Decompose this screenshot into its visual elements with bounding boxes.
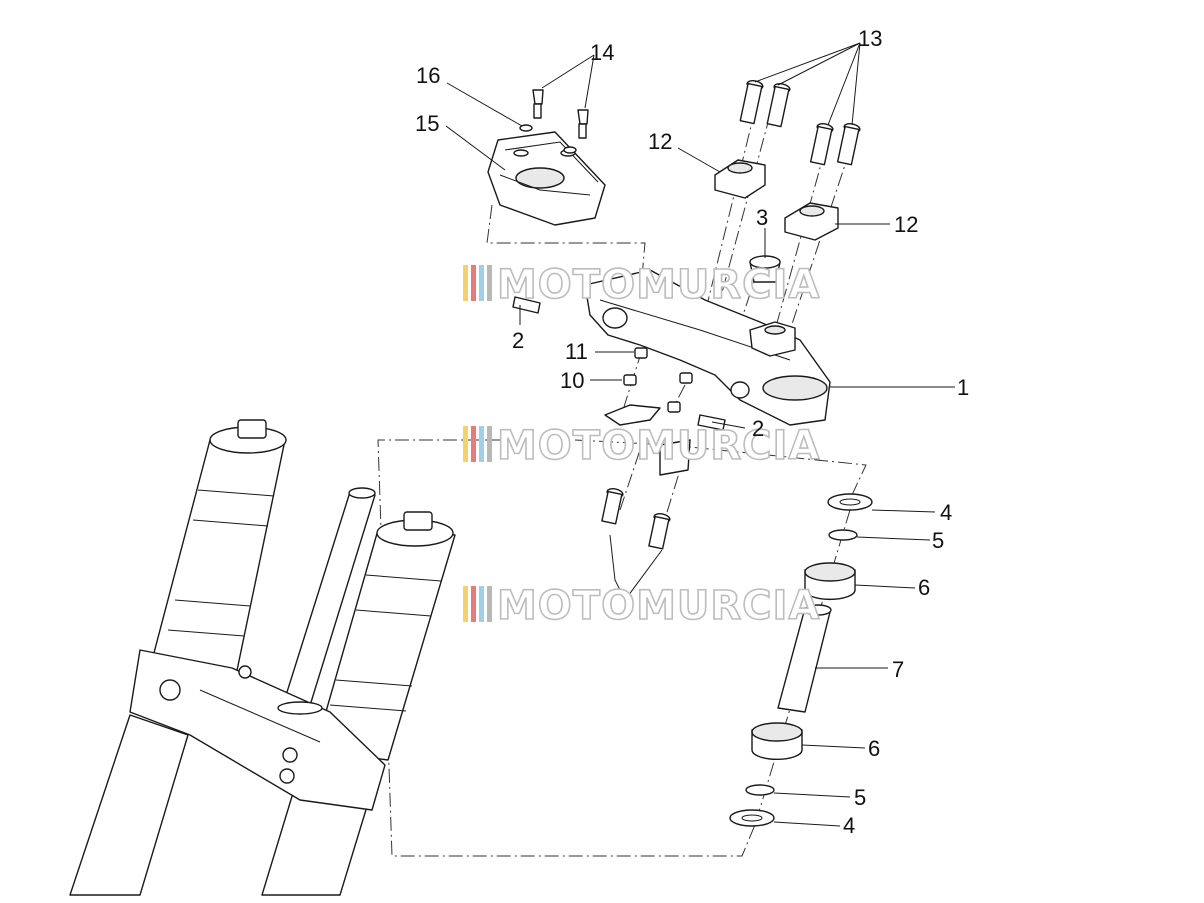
watermark-text: MOTOMURCIA <box>497 423 820 469</box>
watermark-stripe <box>463 265 468 301</box>
callout-6: 6 <box>918 575 930 600</box>
part-12-clamp-upper <box>714 159 766 199</box>
watermark-middle: MOTOMURCIA <box>463 422 820 470</box>
part-12-clamp-lower <box>784 202 839 241</box>
callout-7: 7 <box>892 657 904 682</box>
callout-11: 11 <box>565 339 588 364</box>
part-11-nut <box>634 347 693 384</box>
part-4-dust-seal-upper <box>827 493 873 511</box>
watermark-stripe <box>463 426 468 462</box>
part-4-dust-seal-lower <box>729 809 775 827</box>
callout-5: 5 <box>932 528 944 553</box>
part-14-screws <box>532 89 589 139</box>
callout-10: 10 <box>560 368 584 393</box>
part-6-bearing-upper <box>804 562 856 601</box>
watermark-stripe <box>463 586 468 622</box>
part-10-nut <box>623 374 681 413</box>
part-16-washers <box>519 124 577 154</box>
callout-6: 6 <box>868 736 880 761</box>
callout-labels: 1 2 2 3 4 4 5 5 6 6 7 10 11 12 12 13 14 … <box>415 26 969 838</box>
watermark-stripe <box>479 426 484 462</box>
callout-2: 2 <box>512 328 524 353</box>
watermark-bottom: MOTOMURCIA <box>463 582 820 630</box>
callout-4: 4 <box>940 500 952 525</box>
part-6-bearing-lower <box>751 722 803 761</box>
watermark-stripe <box>471 586 476 622</box>
part-5-ring-lower <box>745 784 775 796</box>
part-5-ring-upper <box>828 529 858 541</box>
callout-5: 5 <box>854 785 866 810</box>
callout-3: 3 <box>756 205 768 230</box>
bracket-plate <box>604 404 691 476</box>
part-13-bolts <box>739 80 861 166</box>
watermark-stripe <box>471 265 476 301</box>
watermark-text: MOTOMURCIA <box>497 583 820 629</box>
callout-16: 16 <box>416 63 440 88</box>
callout-2: 2 <box>752 416 764 441</box>
part-7-spacer-tube <box>777 604 832 713</box>
part-2-bolts <box>512 296 726 431</box>
leader-lines <box>445 42 955 827</box>
callout-4: 4 <box>843 813 855 838</box>
watermark-stripe <box>479 586 484 622</box>
watermark-text: MOTOMURCIA <box>497 262 820 308</box>
watermark-stripe <box>471 426 476 462</box>
callout-14: 14 <box>590 40 614 65</box>
callout-12: 12 <box>648 129 672 154</box>
watermark-stripe <box>487 426 492 462</box>
watermark-stripe <box>479 265 484 301</box>
watermark-stripe <box>487 586 492 622</box>
callout-1: 1 <box>957 375 969 400</box>
watermark-stripe <box>487 265 492 301</box>
lower-bolts <box>601 488 671 550</box>
callout-15: 15 <box>415 111 439 136</box>
part-15-riser-cover <box>487 131 606 226</box>
callout-13: 13 <box>858 26 882 51</box>
fork-assembly <box>69 419 456 896</box>
watermark-top: MOTOMURCIA <box>463 261 820 309</box>
callout-12: 12 <box>894 212 918 237</box>
part-1-upper-triple-clamp <box>584 269 831 426</box>
